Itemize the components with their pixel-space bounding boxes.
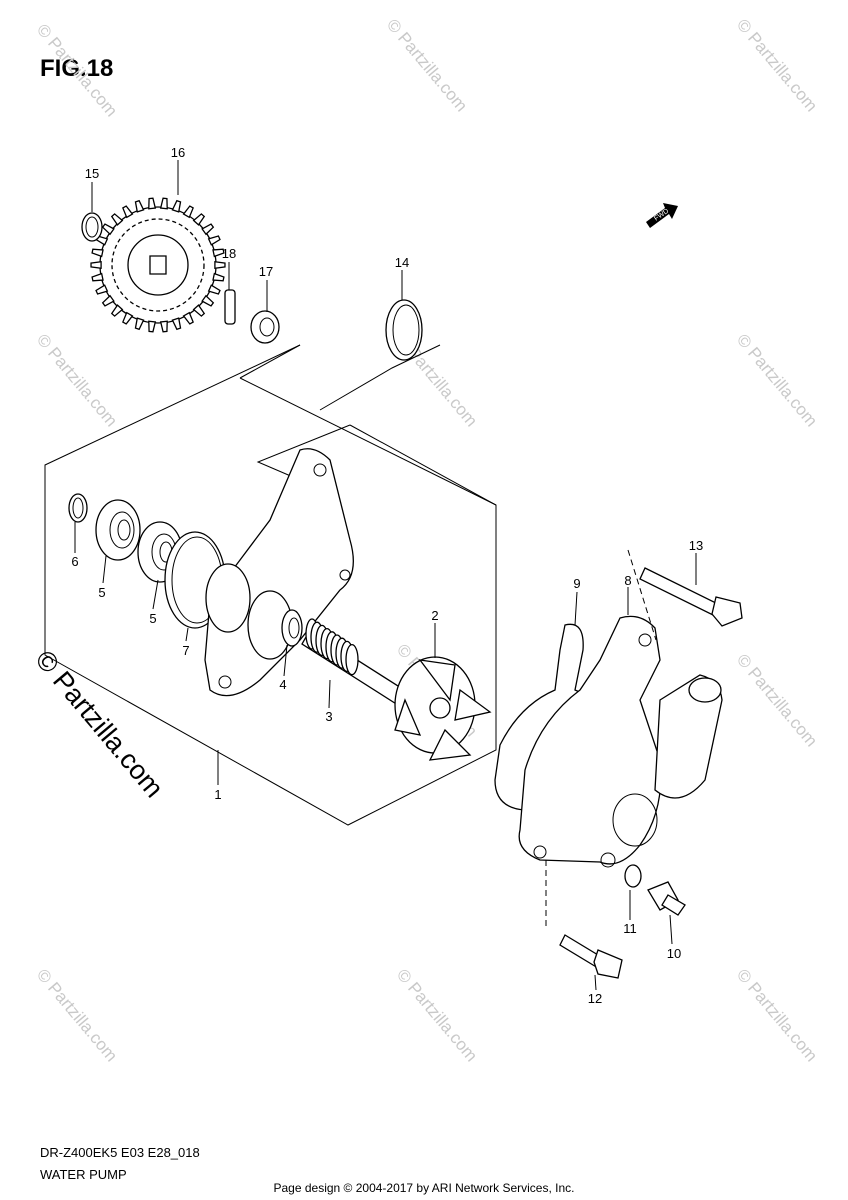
callout-5b: 5	[149, 611, 156, 626]
circlip-15	[81, 212, 103, 242]
gear-tooth	[148, 197, 157, 210]
watermark: © Partzilla.com	[393, 965, 481, 1065]
bearing-5a	[95, 499, 141, 561]
figure-title: FIG.18	[40, 55, 114, 82]
gear-tooth	[159, 320, 168, 333]
watermark: © Partzilla.com	[733, 650, 821, 750]
watermark: © Partzilla.com	[733, 15, 821, 115]
bolt-10	[647, 881, 686, 916]
gear-tooth	[182, 311, 194, 325]
gear-tooth	[201, 294, 215, 307]
watermark: © Partzilla.com	[33, 20, 121, 120]
fwd-direction-badge: FWD	[646, 203, 678, 228]
gear-tooth	[159, 197, 168, 210]
gear-tooth	[91, 248, 104, 258]
model-code: DR-Z400EK5 E03 E28_018	[40, 1145, 200, 1160]
callout-5a: 5	[98, 585, 105, 600]
washer-11	[624, 864, 642, 888]
callout-17: 17	[259, 264, 273, 279]
watermark-large: © Partzilla.com	[29, 645, 169, 804]
impeller-2	[394, 656, 492, 761]
watermark: © Partzilla.com	[383, 15, 471, 115]
gear-tooth	[171, 199, 182, 213]
gear-tooth	[110, 213, 124, 226]
callout-1: 1	[214, 787, 221, 802]
gear-tooth	[110, 304, 124, 317]
callout-18: 18	[222, 246, 236, 261]
callout-15: 15	[85, 166, 99, 181]
watermark: © Partzilla.com	[733, 330, 821, 430]
callout-2: 2	[431, 608, 438, 623]
callout-10: 10	[667, 946, 681, 961]
diagram-caption: WATER PUMP	[40, 1167, 127, 1182]
callout-4: 4	[279, 677, 286, 692]
seal-4	[281, 609, 303, 647]
pin-18	[224, 289, 236, 325]
assembly-bracket	[44, 344, 497, 826]
gear-16	[90, 197, 226, 333]
gear-tooth	[212, 248, 225, 258]
gear-tooth	[122, 205, 134, 219]
pump-body-1	[204, 448, 354, 697]
gear-tooth	[148, 320, 157, 333]
pump-cover-8	[518, 615, 723, 868]
gear-tooth	[171, 317, 182, 331]
bolt-12	[559, 934, 623, 979]
washer-17	[250, 310, 280, 344]
gear-tooth	[192, 213, 206, 226]
circlip-6	[68, 493, 88, 523]
gear-tooth	[182, 205, 194, 219]
spring-coil	[345, 643, 359, 676]
gear-tooth	[95, 284, 109, 295]
callout-9: 9	[573, 576, 580, 591]
gear-tooth	[214, 260, 226, 270]
gear-tooth	[212, 272, 225, 282]
callout-7: 7	[182, 643, 189, 658]
watermark: © Partzilla.com	[33, 965, 121, 1065]
callout-13: 13	[689, 538, 703, 553]
leader-lines	[74, 160, 697, 991]
callout-labels: 1 2 3 4 5 5 6 7 8 9 10 11 12 13 14 15 16…	[71, 145, 703, 1006]
gear-tooth	[134, 317, 145, 331]
gear-tooth	[134, 199, 145, 213]
fwd-label: FWD	[653, 208, 670, 223]
gear-tooth	[101, 294, 115, 307]
gear-tooth	[122, 311, 134, 325]
callout-14: 14	[395, 255, 409, 270]
callout-6: 6	[71, 554, 78, 569]
o-ring-14	[385, 299, 423, 361]
bolt-13	[639, 567, 743, 627]
callout-12: 12	[588, 991, 602, 1006]
watermark: © Partzilla.com	[33, 330, 121, 430]
gear-tooth	[207, 235, 221, 246]
gear-tooth	[201, 223, 215, 236]
callout-8: 8	[624, 573, 631, 588]
callout-3: 3	[325, 709, 332, 724]
gear-tooth	[91, 272, 104, 282]
callout-11: 11	[623, 921, 637, 936]
gear-tooth	[207, 284, 221, 295]
gear-tooth	[192, 304, 206, 317]
gear-tooth	[101, 223, 115, 236]
footer-copyright: Page design © 2004-2017 by ARI Network S…	[273, 1181, 575, 1195]
gear-tooth	[90, 260, 102, 270]
watermark: © Partzilla.com	[733, 965, 821, 1065]
callout-16: 16	[171, 145, 185, 160]
shaft-3	[301, 618, 421, 715]
